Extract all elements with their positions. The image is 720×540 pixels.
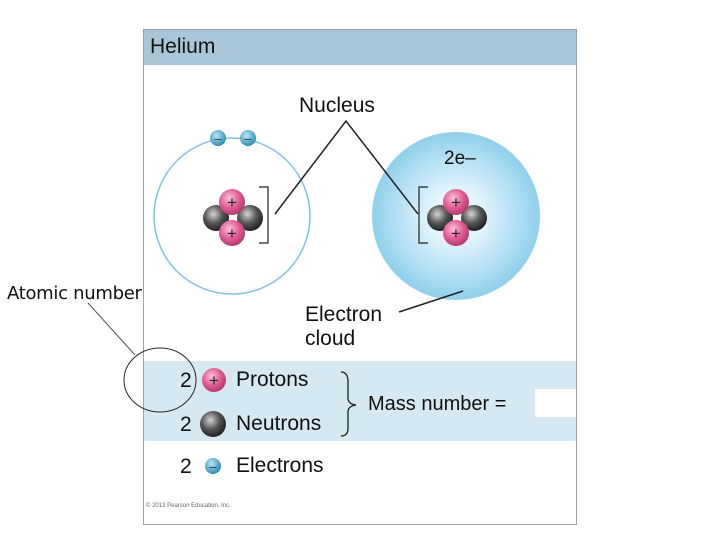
electron-cloud-label-line2: cloud	[305, 327, 356, 350]
electrons-label: Electrons	[236, 454, 324, 477]
neutrons-count: 2	[180, 413, 192, 436]
nucleus-right: + +	[427, 189, 487, 246]
proton	[443, 220, 469, 246]
mass-number-answer-box	[535, 389, 576, 417]
proton	[443, 189, 469, 215]
legend-proton-icon	[202, 368, 226, 392]
figure-title: Helium	[150, 35, 216, 58]
mass-number-brace	[340, 371, 357, 437]
legend-electron-icon	[205, 458, 221, 474]
atomic-number-label: Atomic number	[7, 283, 142, 304]
nucleus-pointer	[274, 119, 419, 215]
electron-sign: –	[214, 131, 222, 146]
title-bar	[144, 30, 576, 65]
electron	[240, 130, 256, 146]
atomic-number-ring	[123, 347, 197, 413]
atomic-number-pointer	[87, 302, 136, 356]
proton-sign: +	[451, 224, 461, 243]
copyright-notice: © 2013 Pearson Education, Inc.	[146, 503, 231, 509]
bracket-right-nucleus	[418, 186, 428, 244]
electron-count-label: 2e–	[444, 148, 476, 169]
proton-sign: +	[227, 193, 237, 212]
legend-proton-sign: +	[209, 371, 219, 390]
mass-number-label: Mass number =	[368, 393, 507, 415]
cloud-pointer	[398, 290, 464, 313]
protons-count: 2	[180, 369, 192, 392]
electron	[210, 130, 226, 146]
electron-cloud-label-line1: Electron	[305, 303, 383, 326]
proton	[219, 189, 245, 215]
neutron	[237, 205, 263, 231]
nucleus-left: + +	[203, 189, 263, 246]
proton	[219, 220, 245, 246]
protons-label: Protons	[236, 368, 309, 391]
electron-sign: –	[244, 131, 252, 146]
bracket-left-nucleus	[259, 186, 269, 244]
electron-orbit	[153, 137, 311, 295]
electron-cloud	[372, 132, 540, 300]
legend-electron-sign: –	[209, 459, 217, 474]
proton-sign: +	[227, 224, 237, 243]
neutron	[461, 205, 487, 231]
electron-cloud-label: Electron cloud	[305, 303, 382, 351]
electrons-count: 2	[180, 455, 192, 478]
neutrons-label: Neutrons	[236, 412, 322, 435]
nucleus-label: Nucleus	[299, 94, 375, 117]
proton-sign: +	[451, 193, 461, 212]
legend-neutron-icon	[200, 411, 226, 437]
